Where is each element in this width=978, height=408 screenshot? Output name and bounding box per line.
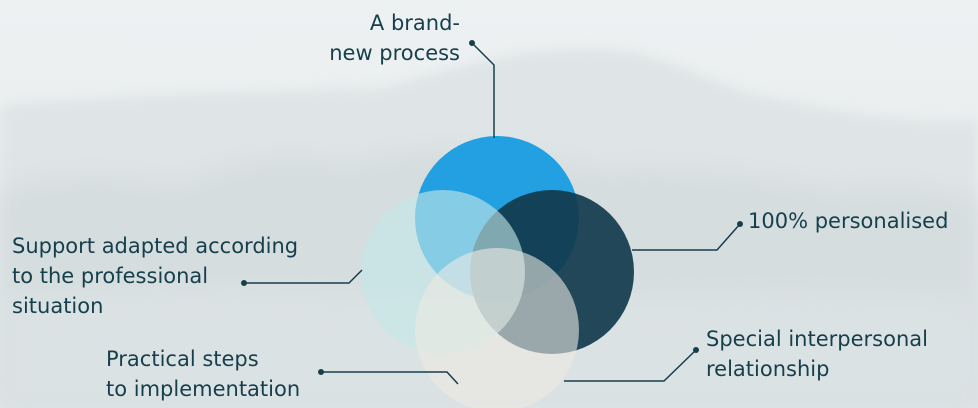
dot-right (737, 221, 743, 227)
label-top: A brand- new process (329, 11, 460, 65)
connector-bottom-left (321, 371, 459, 385)
dot-bottom-left (318, 369, 324, 375)
label-bottom-left: Practical steps to implementation (106, 347, 301, 401)
label-right: 100% personalised (748, 209, 949, 233)
connector-left (244, 269, 363, 284)
label-bottom-right: Special interpersonal relationship (706, 327, 928, 381)
dot-top (469, 40, 475, 46)
connector-dots (241, 40, 743, 375)
circle-bottom (415, 248, 579, 408)
label-left: Support adapted according to the profess… (12, 234, 299, 318)
connectors (244, 42, 741, 385)
dot-left (241, 280, 247, 286)
dot-bottom-right (693, 347, 699, 353)
venn-circles (361, 136, 634, 408)
connector-bottom-right (564, 349, 697, 382)
connector-top (471, 42, 495, 138)
connector-right (632, 223, 741, 251)
